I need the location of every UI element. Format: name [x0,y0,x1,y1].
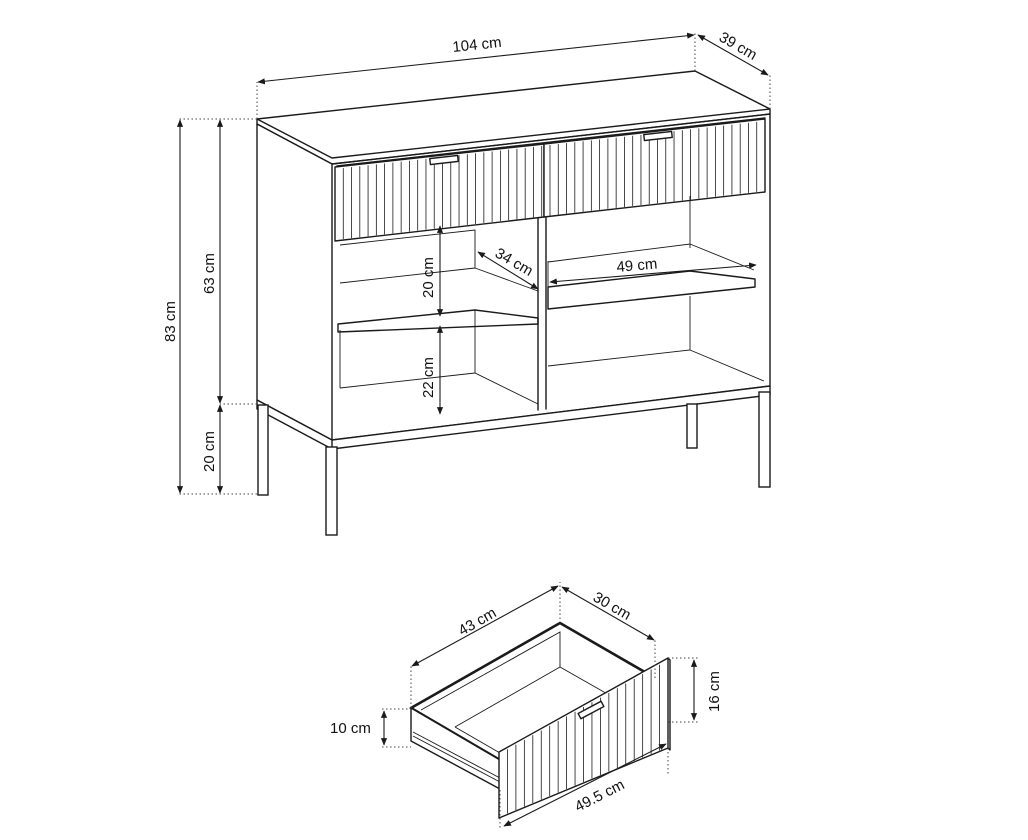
drawer-front-handle [577,700,605,720]
shelf-left [337,309,539,333]
label-shelf-width: 49 cm [616,255,658,275]
label-drawer-inner-width: 43 cm [456,604,500,639]
drawer-handle-right [643,130,673,142]
sideboard-dimension-lines [176,32,771,495]
drawer-detail [409,621,671,819]
label-leg-height: 20 cm [201,431,218,472]
label-upper-compartment: 20 cm [420,257,437,298]
sideboard-left-side [256,123,333,441]
drawer-fronts [334,118,766,242]
drawer-handle-left [429,154,459,166]
label-lower-compartment: 22 cm [420,357,437,398]
drawer-dimension-lines [380,582,700,830]
label-drawer-side-height: 10 cm [330,720,371,737]
label-drawer-front-height: 16 cm [706,671,723,712]
label-depth: 39 cm [716,29,760,64]
sideboard [256,70,771,536]
sideboard-legs [257,391,771,536]
shelf-right [547,270,756,310]
sideboard-dimension-labels: 104 cm 39 cm 83 cm 63 cm 20 cm 20 cm 22 … [162,29,760,472]
label-width: 104 cm [452,34,503,56]
drawer-flutes [342,121,758,240]
label-total-height: 83 cm [162,301,179,342]
label-drawer-inner-depth: 30 cm [590,589,634,624]
label-body-height: 63 cm [201,253,218,294]
